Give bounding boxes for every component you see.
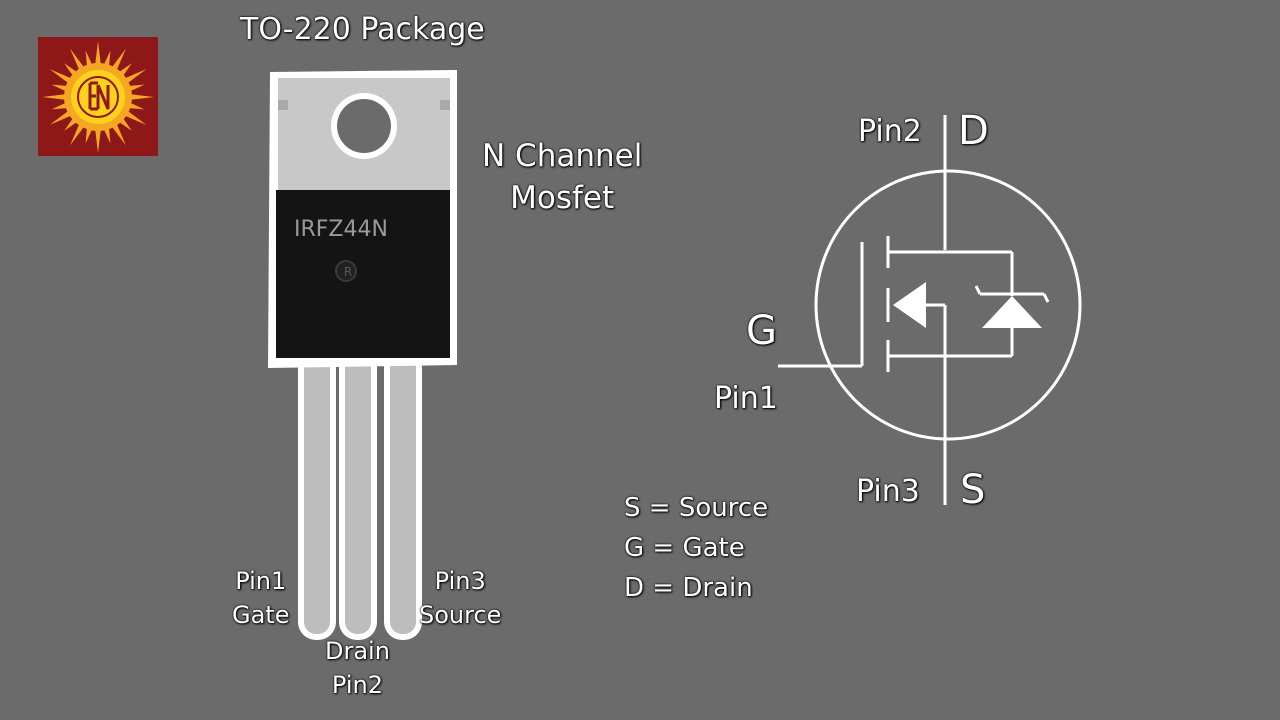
pin2-name: Drain bbox=[325, 637, 390, 665]
sun-ray bbox=[49, 69, 72, 84]
pin3-label: Pin3 Source bbox=[419, 564, 501, 632]
sun-ray bbox=[51, 84, 68, 92]
package-leads bbox=[298, 350, 422, 640]
symbol-pin2-label: Pin2 bbox=[858, 114, 922, 149]
brand-logo bbox=[38, 37, 158, 156]
sun-ray bbox=[103, 50, 111, 67]
sun-ray bbox=[70, 123, 85, 146]
mosfet-symbol bbox=[778, 115, 1082, 505]
channel-arrow-icon bbox=[893, 282, 926, 328]
legend-item: S = Source bbox=[624, 493, 769, 523]
symbol-source-label: S bbox=[960, 467, 986, 513]
legend-item: D = Drain bbox=[624, 573, 753, 603]
device-type-line2: Mosfet bbox=[510, 180, 615, 216]
pin3-name: Source bbox=[419, 601, 502, 629]
sun-ray bbox=[124, 69, 147, 84]
sun-ray bbox=[85, 50, 93, 67]
sun-ray bbox=[124, 110, 147, 125]
sun-logo-icon bbox=[42, 41, 154, 153]
sun-ray bbox=[128, 102, 145, 110]
pin3-number: Pin3 bbox=[434, 567, 486, 595]
sun-ray bbox=[111, 123, 126, 146]
pin1-number: Pin1 bbox=[235, 567, 287, 595]
package-title: TO-220 Package bbox=[240, 12, 485, 47]
sun-ray bbox=[103, 127, 111, 144]
sun-ray bbox=[111, 48, 126, 71]
sun-ray bbox=[42, 94, 67, 100]
part-number: IRFZ44N bbox=[294, 217, 388, 242]
symbol-circle bbox=[814, 169, 1082, 441]
pin2-number: Pin2 bbox=[331, 671, 384, 699]
symbol-drain-label: D bbox=[958, 108, 989, 154]
svg-text:R: R bbox=[344, 265, 352, 279]
device-type-line1: N Channel bbox=[482, 138, 643, 174]
sun-ray bbox=[129, 94, 154, 100]
legend: S = Source G = Gate D = Drain bbox=[624, 488, 768, 608]
package-body: R IRFZ44N bbox=[276, 190, 450, 358]
sun-ray bbox=[70, 48, 85, 71]
device-type: N Channel Mosfet bbox=[482, 135, 642, 219]
sun-ray bbox=[49, 110, 72, 125]
pin1-label: Pin1 Gate bbox=[232, 564, 289, 632]
pin1-name: Gate bbox=[232, 601, 290, 629]
sun-ray bbox=[95, 41, 101, 66]
legend-item: G = Gate bbox=[624, 533, 745, 563]
symbol-gate-label: G bbox=[746, 308, 777, 354]
sun-ray bbox=[85, 127, 93, 144]
sun-ray bbox=[95, 128, 101, 153]
sun-ray bbox=[128, 84, 145, 92]
sun-ray bbox=[51, 102, 68, 110]
symbol-pin1-label: Pin1 bbox=[714, 381, 778, 416]
pin2-label: Drain Pin2 bbox=[325, 634, 390, 702]
symbol-pin3-label: Pin3 bbox=[856, 474, 920, 509]
body-diode-icon bbox=[982, 296, 1042, 328]
